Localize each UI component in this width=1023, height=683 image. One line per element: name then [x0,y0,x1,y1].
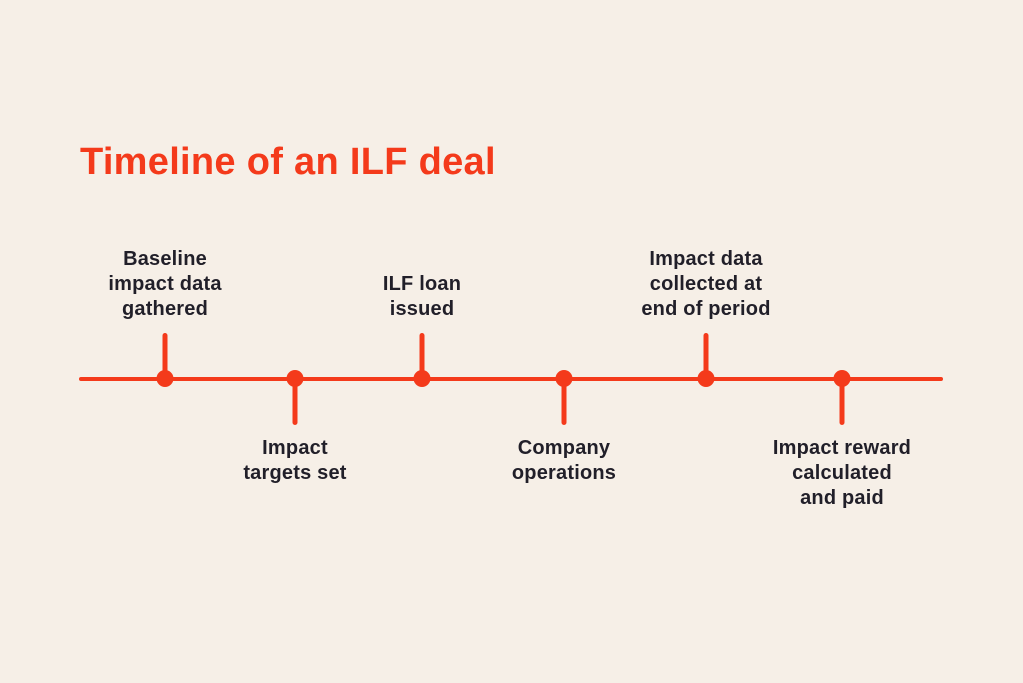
page-title: Timeline of an ILF deal [80,141,496,183]
timeline-node [413,370,431,387]
timeline-node [555,370,573,387]
timeline-node [697,370,715,387]
timeline-tick [162,333,168,379]
timeline-axis [79,377,943,381]
event-label-baseline-impact-data: Baseline impact data gathered [108,248,222,320]
event-label-company-operations: Company operations [511,437,617,484]
timeline-tick [419,333,425,379]
timeline-tick [839,379,845,425]
timeline-node [286,370,304,387]
event-label-impact-reward-paid: Impact reward calculated and paid [772,437,912,509]
timeline-tick [561,379,567,425]
event-label-impact-targets-set: Impact targets set [243,437,347,484]
event-label-impact-data-collected: Impact data collected at end of period [641,248,771,320]
timeline-tick [292,379,298,425]
timeline-tick [703,333,709,379]
timeline-node [156,370,174,387]
event-label-ilf-loan-issued: ILF loan issued [382,273,462,320]
timeline-node [833,370,851,387]
